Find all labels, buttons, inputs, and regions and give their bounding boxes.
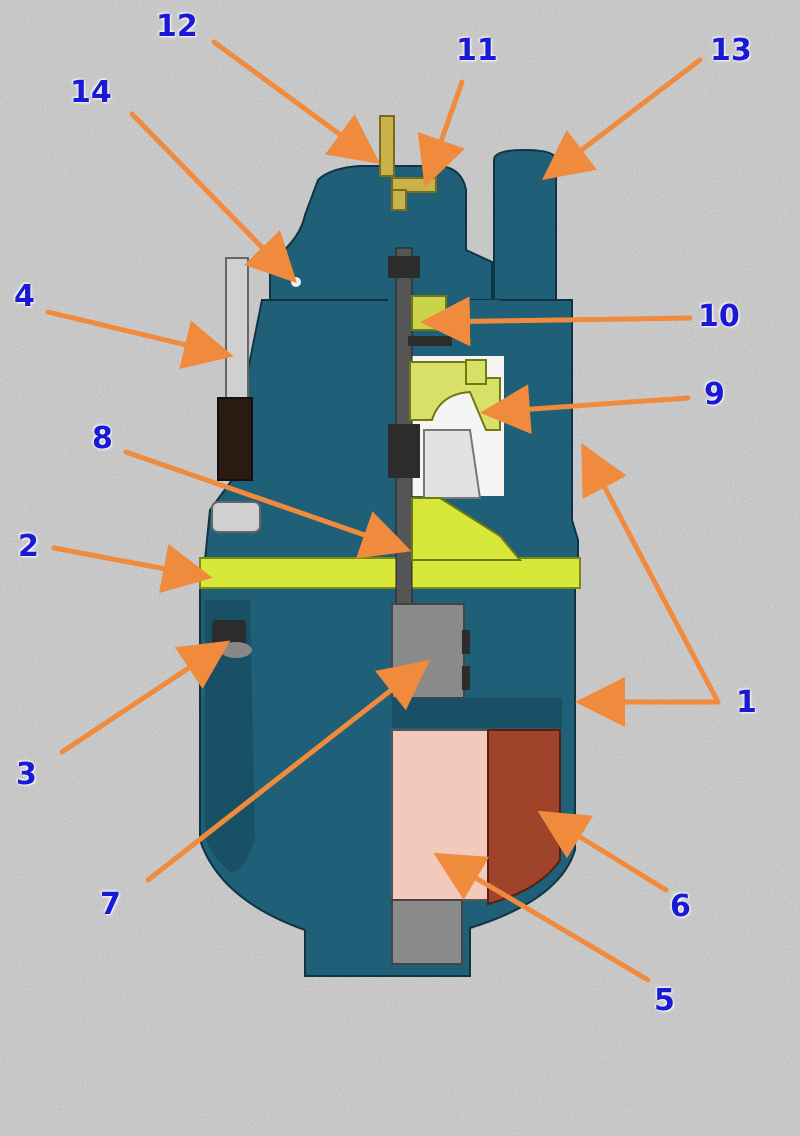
arrow-7 <box>145 659 430 883</box>
callout-6: 6 <box>670 889 691 924</box>
arrow-4 <box>45 309 234 370</box>
fitting-base <box>391 189 407 211</box>
piston-tab <box>465 359 487 385</box>
arrow-9 <box>480 384 691 435</box>
arrow-6 <box>537 810 669 893</box>
valve-plate <box>411 295 447 331</box>
arrow-12 <box>211 39 381 164</box>
coil-winding <box>487 729 561 906</box>
arrow-5 <box>433 852 651 983</box>
callout-4: 4 <box>14 279 35 314</box>
callout-1: 1 <box>736 685 757 720</box>
core-base <box>391 899 463 965</box>
arrow-3 <box>59 640 231 755</box>
arrow-8 <box>123 449 412 559</box>
anchor-tab-2 <box>462 666 470 690</box>
bolt-shaft <box>225 257 249 399</box>
rod-nut-mid <box>388 424 420 478</box>
diaphragm <box>423 429 482 499</box>
callout-10: 10 <box>698 299 740 334</box>
rod-nut-top <box>388 256 420 278</box>
arrow-10 <box>420 296 693 347</box>
arrow-1a <box>581 443 721 705</box>
arrow-14 <box>129 111 297 284</box>
gasket <box>199 557 581 589</box>
callout-8: 8 <box>92 421 113 456</box>
bolt-base <box>211 501 261 533</box>
fitting-pin <box>379 115 395 177</box>
bolt-sleeve <box>217 397 253 481</box>
arrow-2 <box>51 544 213 594</box>
anchor-tab-1 <box>462 630 470 654</box>
arrow-13 <box>542 57 703 181</box>
screw-washer <box>220 642 252 658</box>
callout-2: 2 <box>18 529 39 564</box>
callout-3: 3 <box>16 757 37 792</box>
vent-hole <box>291 277 301 287</box>
diaphragm-holder <box>411 497 523 561</box>
valve-washer <box>408 336 452 346</box>
cable-fitting <box>379 115 437 211</box>
callout-13: 13 <box>710 33 752 68</box>
callout-7: 7 <box>100 887 121 922</box>
callout-12: 12 <box>156 9 198 44</box>
callout-5: 5 <box>654 983 675 1018</box>
mounting-bolt <box>211 257 261 533</box>
callout-arrows <box>45 39 721 983</box>
cavity-lower <box>392 698 562 728</box>
callout-9: 9 <box>704 377 725 412</box>
callout-14: 14 <box>70 75 112 110</box>
callout-11: 11 <box>456 33 498 68</box>
outlet-pipe <box>493 148 557 301</box>
arrow-11 <box>417 79 465 188</box>
